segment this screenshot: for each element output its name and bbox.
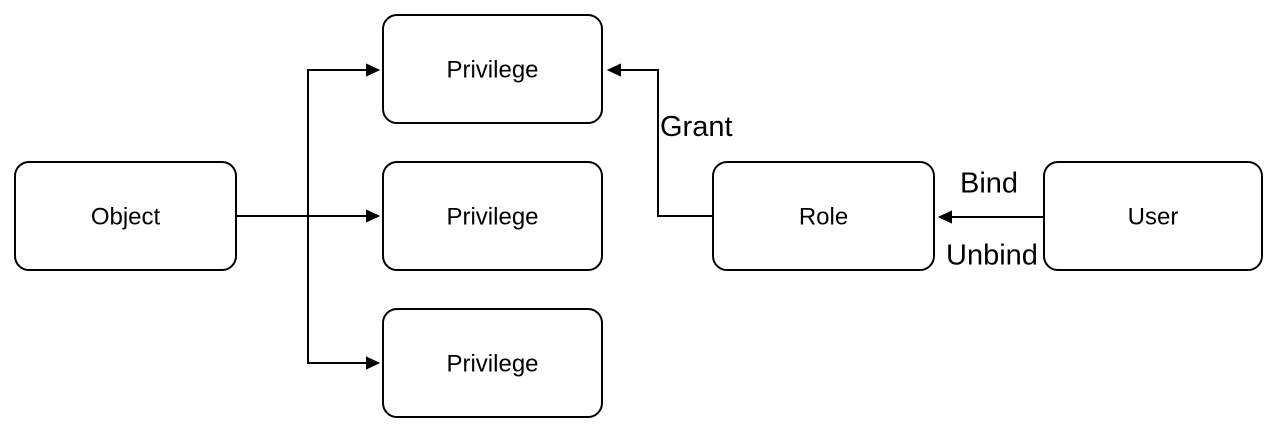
node-role-box bbox=[712, 161, 935, 271]
node-object: Object bbox=[14, 161, 237, 271]
edge-label-grant: Grant bbox=[660, 111, 733, 143]
node-user-box bbox=[1043, 161, 1263, 271]
node-user: User bbox=[1043, 161, 1263, 271]
node-privilege-middle: Privilege bbox=[382, 161, 603, 271]
edge-object-to-privilege-top bbox=[236, 63, 381, 217]
edge-label-unbind: Unbind bbox=[946, 240, 1038, 272]
node-object-label: Object bbox=[91, 204, 161, 231]
edge-object-to-privilege-bottom bbox=[236, 215, 381, 370]
node-role: Role bbox=[712, 161, 935, 271]
node-privilege-middle-label: Privilege bbox=[446, 204, 538, 231]
edge-label-bind: Bind bbox=[960, 168, 1018, 200]
node-role-label: Role bbox=[799, 204, 848, 231]
edge-role-to-privilege-top bbox=[606, 63, 713, 217]
node-object-box bbox=[14, 161, 237, 271]
node-privilege-middle-box bbox=[382, 161, 603, 271]
node-privilege-bottom-box bbox=[382, 308, 603, 418]
node-privilege-top-label: Privilege bbox=[446, 57, 538, 84]
node-privilege-bottom: Privilege bbox=[382, 308, 603, 418]
node-privilege-top: Privilege bbox=[382, 14, 603, 124]
node-privilege-bottom-label: Privilege bbox=[446, 351, 538, 378]
node-privilege-top-box bbox=[382, 14, 603, 124]
node-user-label: User bbox=[1128, 204, 1179, 231]
edge-group bbox=[236, 63, 1043, 370]
